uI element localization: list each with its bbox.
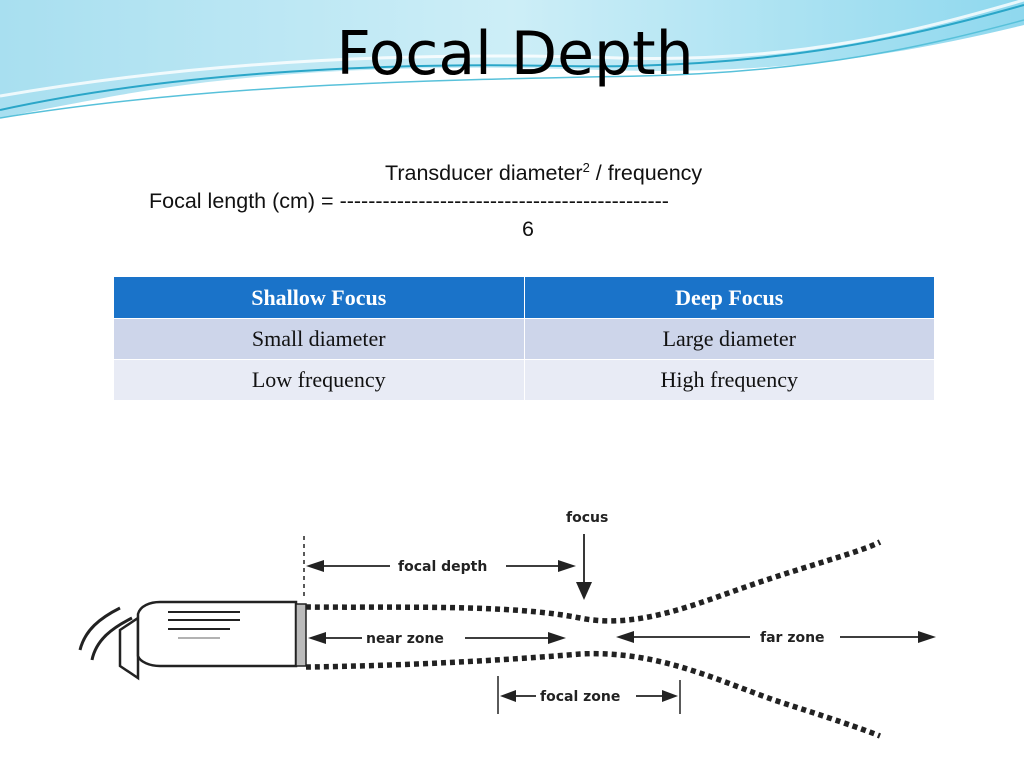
formula-exponent: 2 xyxy=(582,160,590,175)
transducer-probe xyxy=(78,600,307,681)
table-cell: Small diameter xyxy=(113,318,525,360)
focus-comparison-table: Shallow Focus Deep Focus Small diameter … xyxy=(113,276,935,401)
near-zone-label: near zone xyxy=(366,631,444,647)
header-shallow-focus: Shallow Focus xyxy=(113,276,525,319)
formula-numerator-tail: / frequency xyxy=(589,161,703,185)
slide-title: Focal Depth xyxy=(336,19,694,89)
table-row: Small diameter Large diameter xyxy=(113,318,935,360)
table-cell: High frequency xyxy=(523,359,935,401)
formula-numerator: Transducer diameter2 / frequency xyxy=(385,160,702,186)
formula-denominator: 6 xyxy=(522,217,534,241)
header-wave-decoration xyxy=(0,0,1024,119)
table-cell: Low frequency xyxy=(113,359,525,401)
formula-lhs: Focal length (cm) = --------------------… xyxy=(149,189,669,213)
focal-depth-label: focal depth xyxy=(398,559,487,575)
focal-zone-label: focal zone xyxy=(540,689,620,705)
focus-arrowhead xyxy=(576,582,592,600)
far-zone-label: far zone xyxy=(760,630,825,646)
table-header-row: Shallow Focus Deep Focus xyxy=(113,276,935,319)
focus-label: focus xyxy=(566,510,608,526)
table-row: Low frequency High frequency xyxy=(113,359,935,401)
table-cell: Large diameter xyxy=(523,318,935,360)
formula-numerator-text: Transducer diameter xyxy=(385,161,583,185)
header-deep-focus: Deep Focus xyxy=(523,276,935,319)
transducer-beam-diagram: focus focal depth near zone far zone foc… xyxy=(78,510,936,739)
beam-outline xyxy=(305,539,882,739)
